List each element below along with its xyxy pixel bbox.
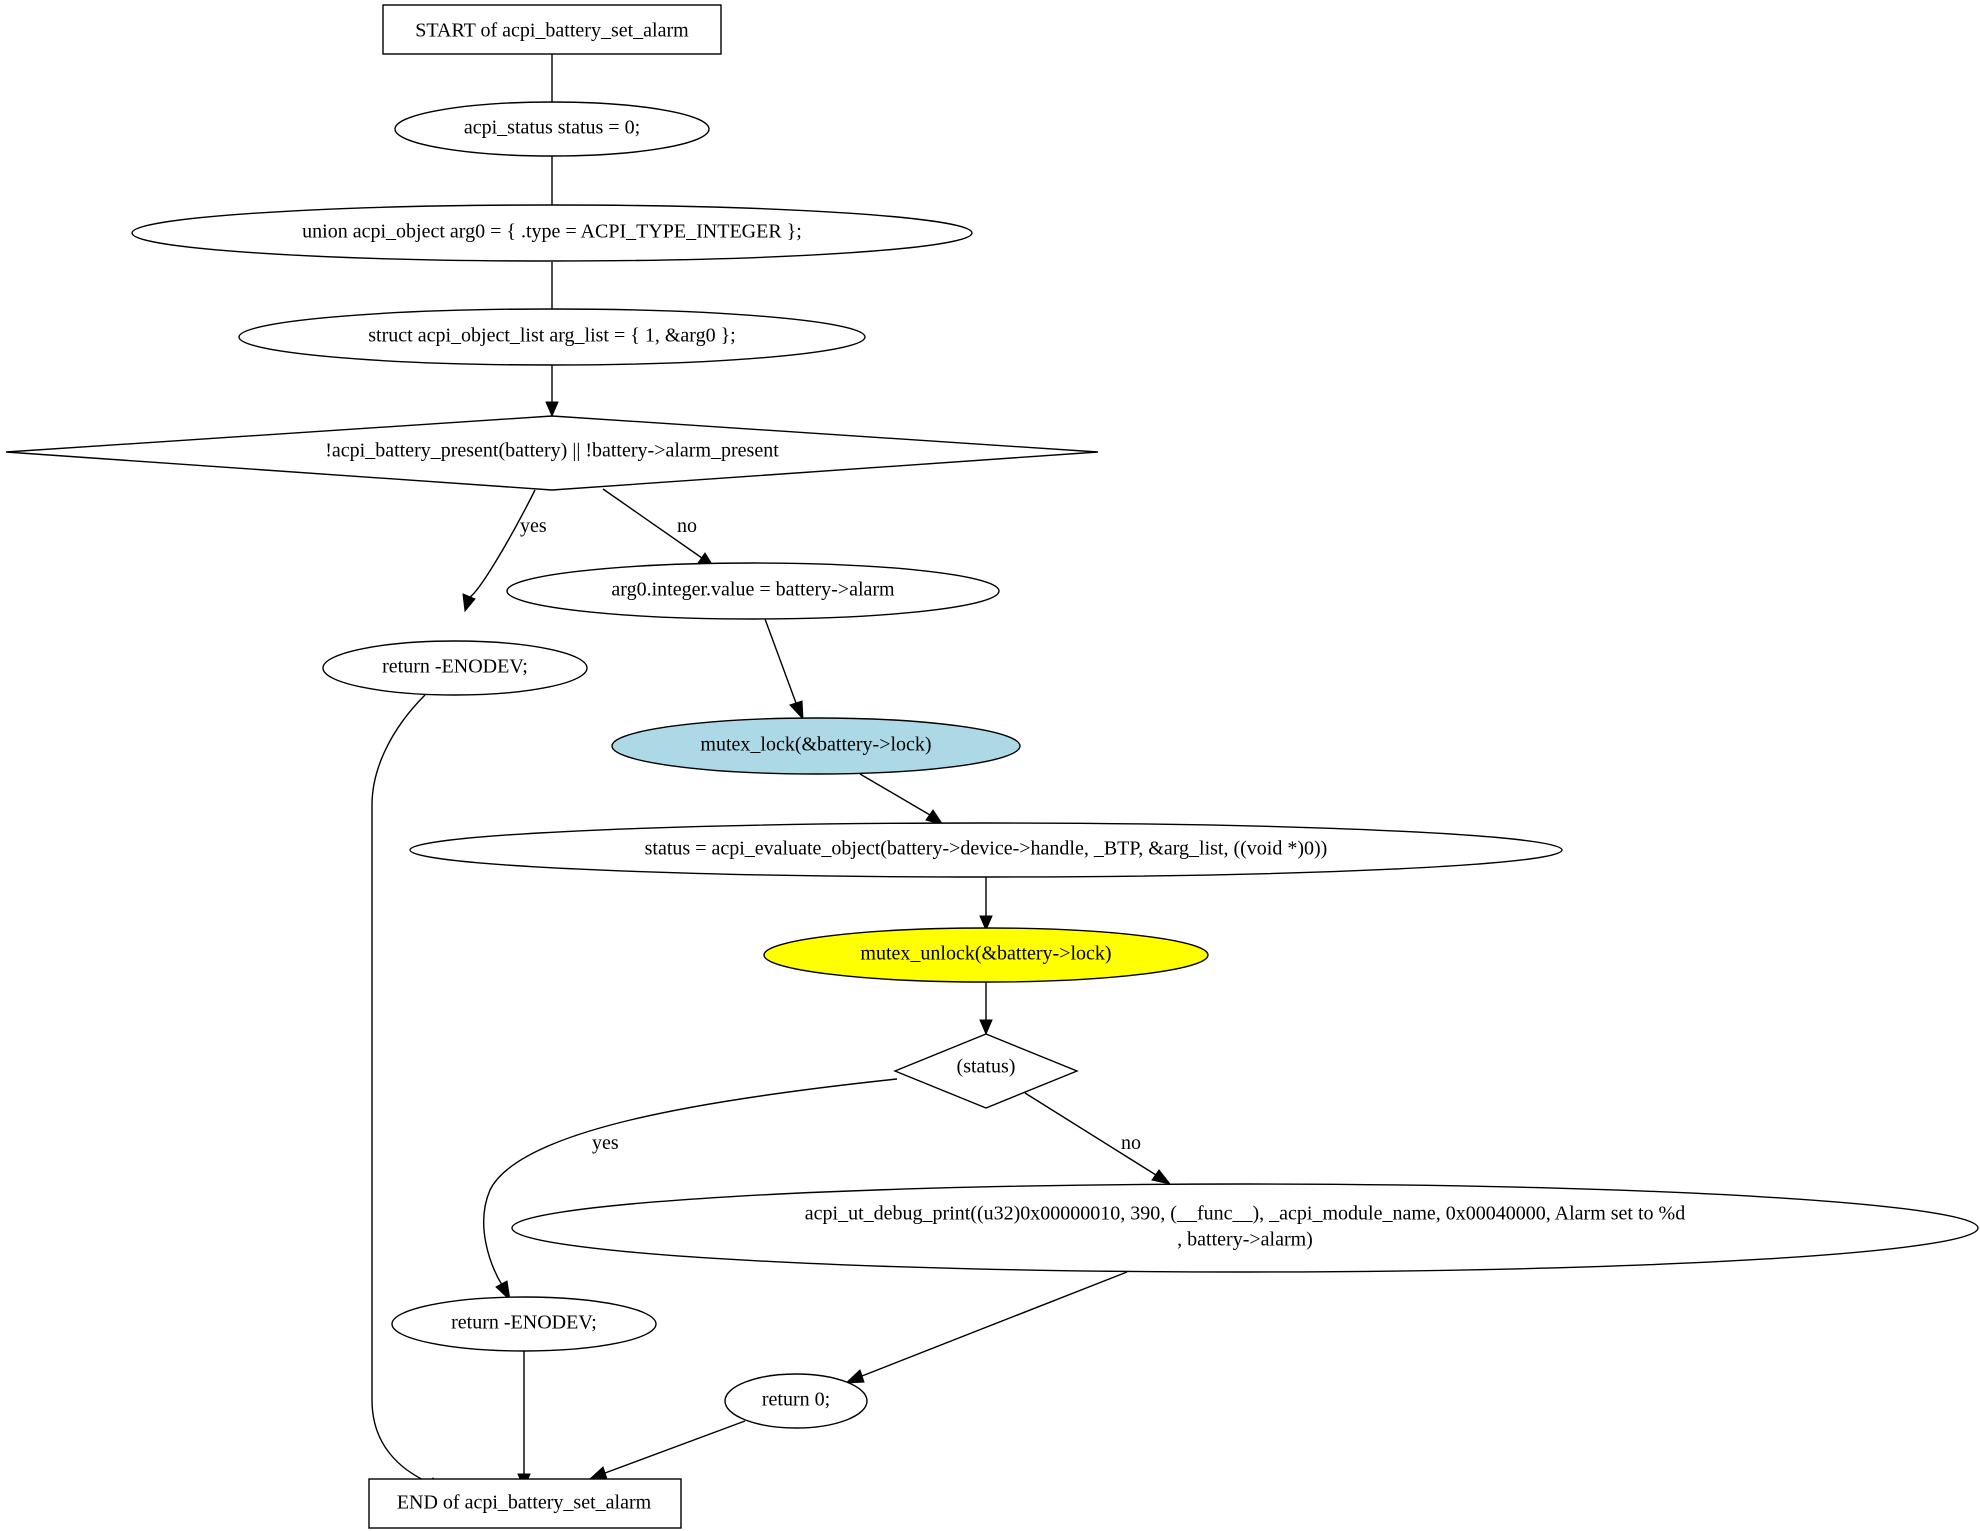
set-value-ellipse xyxy=(506,562,1000,620)
arrowhead xyxy=(462,593,476,613)
nodes: START of acpi_battery_set_alarm acpi_sta… xyxy=(5,4,1979,1529)
debug-print-label-line2: , battery->alarm) xyxy=(1177,1229,1313,1251)
evaluate-object-node: status = acpi_evaluate_object(battery->d… xyxy=(409,822,1563,878)
edge-debug-to-return xyxy=(861,1271,1128,1377)
edge-status-no xyxy=(1024,1092,1157,1176)
evaluate-object-label: status = acpi_evaluate_object(battery->d… xyxy=(645,838,1328,860)
arglist-declaration-label: struct acpi_object_list arg_list = { 1, … xyxy=(368,325,735,347)
return-enodev-label: return -ENODEV; xyxy=(451,1312,597,1334)
edge-label-yes: yes xyxy=(592,1132,619,1154)
edge-lock-to-evaluate xyxy=(859,773,931,816)
arglist-declaration-node: struct acpi_object_list arg_list = { 1, … xyxy=(238,308,866,366)
battery-present-diamond xyxy=(5,415,1099,491)
status-declaration-label: acpi_status status = 0; xyxy=(464,117,640,139)
edge-cond-yes xyxy=(469,489,536,598)
battery-present-decision-node: !acpi_battery_present(battery) || !batte… xyxy=(5,415,1099,491)
edge-value-to-lock xyxy=(764,618,797,704)
set-value-label: arg0.integer.value = battery->alarm xyxy=(611,579,895,601)
edge-return1-to-end xyxy=(371,694,431,1484)
edge-return0-to-end xyxy=(604,1420,746,1474)
battery-present-label: !acpi_battery_present(battery) || !batte… xyxy=(325,440,779,462)
edge-status-yes xyxy=(483,1078,898,1286)
arg0-declaration-node: union acpi_object arg0 = { .type = ACPI_… xyxy=(131,204,973,262)
arrowhead xyxy=(545,401,559,418)
status-declaration-node: acpi_status status = 0; xyxy=(394,101,710,157)
edge-cond-no xyxy=(602,488,703,559)
mutex-lock-node: mutex_lock(&battery->lock) xyxy=(611,717,1021,775)
debug-print-node: acpi_ut_debug_print((u32)0x00000010, 390… xyxy=(511,1183,1979,1273)
mutex-lock-label: mutex_lock(&battery->lock) xyxy=(700,734,931,756)
end-box xyxy=(368,1478,682,1529)
set-value-node: arg0.integer.value = battery->alarm xyxy=(506,562,1000,620)
edge-label-yes: yes xyxy=(520,515,547,537)
status-decision-node: (status) xyxy=(893,1033,1079,1109)
return-zero-node: return 0; xyxy=(724,1373,868,1429)
start-box xyxy=(382,4,722,55)
return-enodev-node: return -ENODEV; xyxy=(322,640,588,696)
edge-label-no: no xyxy=(677,515,697,537)
return-enodev-node: return -ENODEV; xyxy=(391,1296,657,1352)
return-enodev-ellipse xyxy=(391,1296,657,1352)
end-node: END of acpi_battery_set_alarm xyxy=(368,1478,682,1529)
arrowhead xyxy=(979,1019,993,1036)
edge-label-no: no xyxy=(1121,1132,1141,1154)
arrowhead xyxy=(588,1466,608,1480)
mutex-lock-ellipse xyxy=(611,717,1021,775)
edges: yes no yes no xyxy=(371,54,1172,1493)
start-label: START of acpi_battery_set_alarm xyxy=(415,20,689,42)
arrowhead xyxy=(495,1280,511,1302)
mutex-unlock-label: mutex_unlock(&battery->lock) xyxy=(860,943,1111,965)
arrowhead xyxy=(789,700,804,721)
return-enodev-ellipse xyxy=(322,640,588,696)
mutex-unlock-ellipse xyxy=(763,927,1209,983)
arrowhead xyxy=(844,1369,865,1384)
arrowhead xyxy=(979,915,993,932)
arglist-declaration-ellipse xyxy=(238,308,866,366)
start-node: START of acpi_battery_set_alarm xyxy=(382,4,722,55)
return-zero-ellipse xyxy=(724,1373,868,1429)
status-diamond xyxy=(893,1033,1079,1109)
arg0-declaration-ellipse xyxy=(131,204,973,262)
arg0-declaration-label: union acpi_object arg0 = { .type = ACPI_… xyxy=(302,221,802,243)
end-label: END of acpi_battery_set_alarm xyxy=(397,1492,652,1514)
status-declaration-ellipse xyxy=(394,101,710,157)
arrowhead xyxy=(1151,1169,1172,1185)
evaluate-object-ellipse xyxy=(409,822,1563,878)
return-enodev-label: return -ENODEV; xyxy=(382,656,528,678)
return-zero-label: return 0; xyxy=(762,1389,830,1411)
debug-print-ellipse xyxy=(511,1183,1979,1273)
status-decision-label: (status) xyxy=(957,1056,1016,1078)
debug-print-label-line1: acpi_ut_debug_print((u32)0x00000010, 390… xyxy=(805,1203,1685,1225)
mutex-unlock-node: mutex_unlock(&battery->lock) xyxy=(763,927,1209,983)
